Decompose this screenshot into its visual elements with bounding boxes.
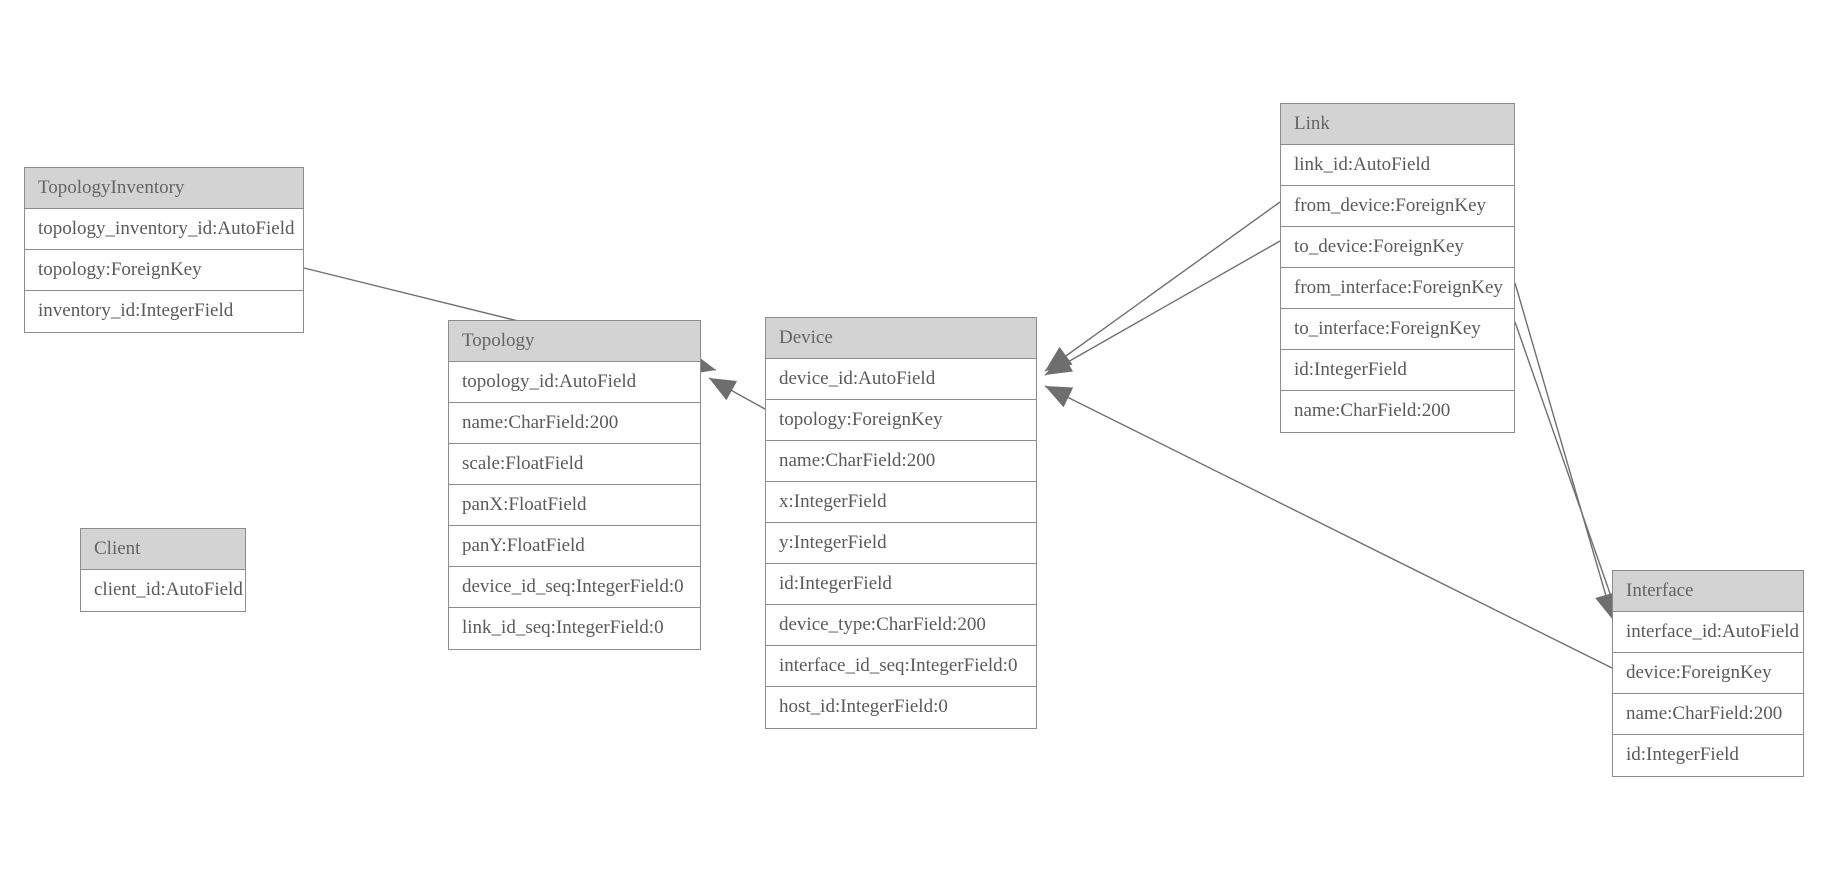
entity-device-field: id:IntegerField <box>766 564 1036 605</box>
entity-link-field: id:IntegerField <box>1281 350 1514 391</box>
entity-interface-field: interface_id:AutoField <box>1613 612 1803 653</box>
entity-interface-title: Interface <box>1613 571 1803 612</box>
entity-interface-field: device:ForeignKey <box>1613 653 1803 694</box>
entity-topology_inventory-title: TopologyInventory <box>25 168 303 209</box>
entity-link-field: to_device:ForeignKey <box>1281 227 1514 268</box>
arrowhead-icon <box>1045 352 1074 375</box>
entity-device-field: device_type:CharField:200 <box>766 605 1036 646</box>
entity-topology_inventory-field: topology_inventory_id:AutoField <box>25 209 303 250</box>
entity-topology-field: device_id_seq:IntegerField:0 <box>449 567 700 608</box>
entity-device-field: interface_id_seq:IntegerField:0 <box>766 646 1036 687</box>
entity-device-field: name:CharField:200 <box>766 441 1036 482</box>
entity-device-field: topology:ForeignKey <box>766 400 1036 441</box>
entity-client[interactable]: Client client_id:AutoField <box>80 528 246 612</box>
arrowhead-icon <box>1045 386 1074 408</box>
entity-topology-field: topology_id:AutoField <box>449 362 700 403</box>
arrowhead-icon <box>709 378 738 401</box>
entity-link-field: name:CharField:200 <box>1294 400 1451 421</box>
entity-link-title: Link <box>1281 104 1514 145</box>
entity-device-title: Device <box>766 318 1036 359</box>
entity-link-field: link_id:AutoField <box>1281 145 1514 186</box>
entity-device-field: device_id:AutoField <box>766 359 1036 400</box>
entity-topology_inventory-field: topology:ForeignKey <box>25 250 303 291</box>
entity-link-field: from_interface:ForeignKey <box>1281 268 1514 309</box>
entity-topology-field: scale:FloatField <box>449 444 700 485</box>
arrowhead-icon <box>1045 346 1073 371</box>
entity-topology-field: link_id_seq:IntegerField:0 <box>462 617 664 638</box>
entity-topology-field: name:CharField:200 <box>449 403 700 444</box>
entity-topology_inventory-field: inventory_id:IntegerField <box>38 300 234 321</box>
rel-link-from_interface-interface <box>1514 282 1617 621</box>
entity-link-field: from_device:ForeignKey <box>1281 186 1514 227</box>
entity-topology-field: panY:FloatField <box>449 526 700 567</box>
entity-client-field: client_id:AutoField <box>94 579 243 600</box>
entity-device-field: y:IntegerField <box>766 523 1036 564</box>
entity-interface-field: name:CharField:200 <box>1613 694 1803 735</box>
entity-client-title: Client <box>81 529 245 570</box>
entity-topology-title: Topology <box>449 321 700 362</box>
entity-device-field: x:IntegerField <box>766 482 1036 523</box>
rel-link-from_device-device <box>1044 201 1281 372</box>
rel-link-to_device-device <box>1044 240 1281 376</box>
entity-interface-field: id:IntegerField <box>1626 744 1739 765</box>
entity-device-field: host_id:IntegerField:0 <box>779 696 948 717</box>
rel-device-topology <box>708 377 766 410</box>
entity-link-field: to_interface:ForeignKey <box>1281 309 1514 350</box>
entity-topology-field: panX:FloatField <box>449 485 700 526</box>
